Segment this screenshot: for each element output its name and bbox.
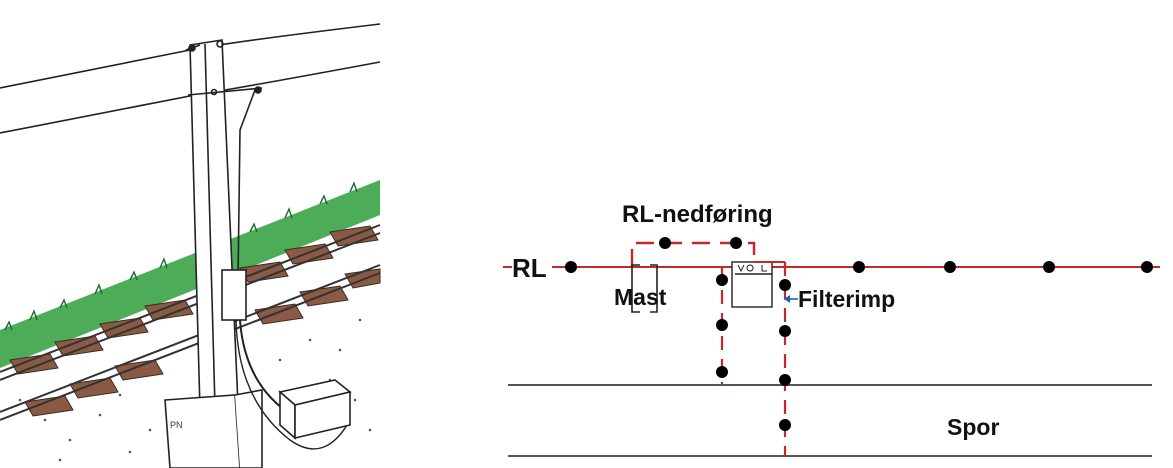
mast-symbol bbox=[631, 264, 658, 313]
node bbox=[730, 237, 742, 249]
filter-impedance-symbol bbox=[731, 261, 773, 308]
node bbox=[779, 279, 791, 291]
node bbox=[659, 237, 671, 249]
node bbox=[716, 319, 728, 331]
foundation-stamp: PN bbox=[170, 420, 183, 430]
node bbox=[779, 419, 791, 431]
node bbox=[853, 261, 865, 273]
rl-down-label: RL-nedføring bbox=[622, 201, 773, 228]
mast-label: Mast bbox=[614, 284, 667, 310]
grass-band bbox=[0, 180, 380, 368]
node bbox=[1043, 261, 1055, 273]
node bbox=[565, 261, 577, 273]
connection-nodes bbox=[565, 237, 1153, 431]
catenary-mast-illustration: PN bbox=[0, 23, 381, 468]
node bbox=[1141, 261, 1153, 273]
node bbox=[716, 274, 728, 286]
catenary-mast bbox=[164, 39, 263, 468]
track-label: Spor bbox=[947, 414, 999, 440]
filter-arrow-head bbox=[784, 295, 790, 303]
node bbox=[779, 325, 791, 337]
node bbox=[779, 374, 791, 386]
bonding-cable-2 bbox=[235, 319, 351, 450]
rl-label: RL bbox=[512, 253, 547, 283]
node bbox=[944, 261, 956, 273]
rl-down-conductor bbox=[630, 241, 756, 267]
grass-texture bbox=[4, 181, 358, 331]
node bbox=[716, 366, 728, 378]
return-line-schematic: RL RL-nedføring Mast Filterimp Spor bbox=[503, 201, 1160, 457]
filter-label: Filterimp bbox=[798, 286, 895, 312]
filter-cabinet bbox=[278, 379, 352, 440]
rails bbox=[0, 224, 381, 421]
